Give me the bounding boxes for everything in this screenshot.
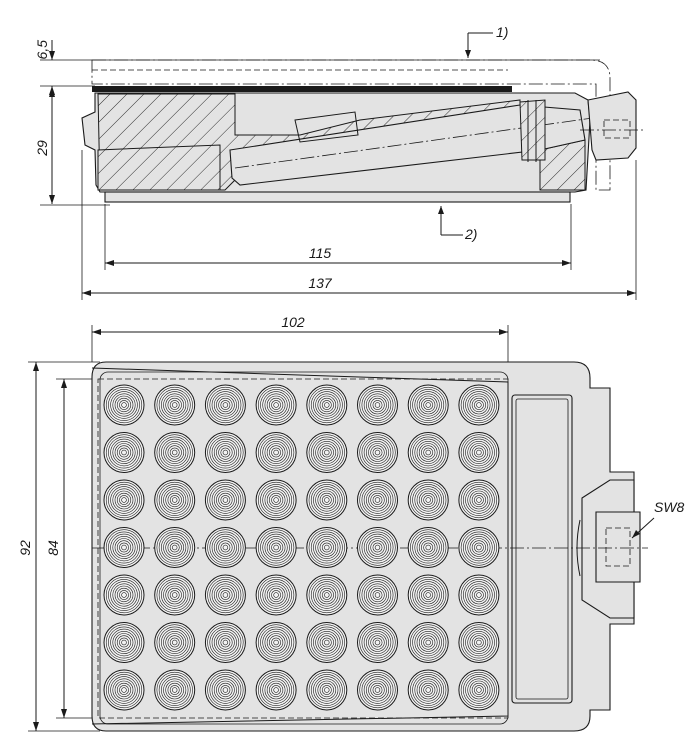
suction-pad (103, 479, 145, 521)
dim-label-92: 92 (17, 540, 33, 556)
suction-pad (458, 384, 500, 426)
suction-pad (458, 669, 500, 711)
note-1-label: 1) (496, 24, 508, 40)
suction-pad (154, 669, 196, 711)
suction-pad (458, 479, 500, 521)
note-2-label: 2) (464, 226, 477, 242)
suction-pad (255, 669, 297, 711)
suction-pad (103, 432, 145, 473)
suction-pad (458, 527, 500, 568)
wrench-size-label: SW8 (654, 499, 685, 515)
suction-pad (458, 432, 500, 473)
side-body (81, 91, 645, 203)
suction-pad (154, 527, 196, 568)
suction-pad (357, 384, 398, 426)
suction-pad (103, 384, 145, 426)
suction-pad (154, 622, 196, 663)
suction-pad (255, 479, 297, 521)
suction-pad (306, 384, 348, 426)
suction-pad (306, 574, 348, 616)
note-1-leader: 1) (465, 24, 508, 58)
suction-pad (357, 574, 398, 616)
suction-pad (255, 574, 297, 616)
dim-label-84: 84 (45, 540, 61, 556)
dim-length-inner: 115 (104, 204, 572, 270)
suction-pad (357, 479, 398, 521)
dim-height-outer: 92 (17, 361, 100, 732)
suction-pad (407, 384, 449, 426)
suction-pad (357, 432, 398, 473)
dim-length-total: 137 (81, 150, 637, 300)
suction-pad (306, 479, 348, 521)
suction-pad (255, 384, 297, 426)
dim-height-body: 29 (34, 88, 110, 206)
top-pad-strip (92, 86, 512, 92)
dim-label-6-5: 6,5 (34, 40, 50, 60)
suction-pad (407, 479, 449, 521)
suction-pad (103, 574, 145, 616)
suction-pad (407, 432, 449, 473)
side-foot (104, 191, 571, 203)
suction-pad (154, 479, 196, 521)
suction-pad (357, 669, 398, 711)
suction-pad (255, 527, 297, 568)
suction-pad (154, 574, 196, 616)
dim-label-29: 29 (34, 140, 50, 157)
suction-pad (103, 527, 145, 568)
suction-pad (154, 432, 196, 473)
suction-pad (306, 669, 348, 711)
suction-pad (306, 527, 348, 568)
side-pad (511, 394, 573, 704)
top-view: 102 92 84 (17, 314, 685, 732)
suction-pad (357, 622, 398, 663)
suction-pad (458, 622, 500, 663)
wrench-size-callout: SW8 (631, 499, 685, 539)
suction-pad (407, 669, 449, 711)
dim-label-102: 102 (281, 314, 305, 330)
dim-label-115: 115 (309, 245, 332, 261)
suction-pad (103, 669, 145, 711)
suction-pad (407, 527, 449, 568)
suction-pad (306, 432, 348, 473)
suction-pad (154, 384, 196, 426)
pad-grid (103, 384, 500, 711)
suction-pad (204, 669, 246, 711)
suction-pad (407, 622, 449, 663)
suction-pad (458, 574, 500, 616)
suction-pad (255, 622, 297, 663)
suction-pad (204, 432, 246, 473)
suction-pad (255, 432, 297, 473)
suction-pad (204, 574, 246, 616)
suction-pad (357, 527, 398, 568)
suction-pad (204, 527, 246, 568)
suction-pad (204, 622, 246, 663)
suction-pad (204, 384, 246, 426)
side-view: 6,5 29 (34, 24, 645, 300)
suction-pad (103, 622, 145, 663)
note-2-leader: 2) (438, 206, 477, 242)
suction-pad (407, 574, 449, 616)
suction-pad (204, 479, 246, 521)
dim-label-137: 137 (308, 275, 333, 291)
suction-pad (306, 622, 348, 663)
